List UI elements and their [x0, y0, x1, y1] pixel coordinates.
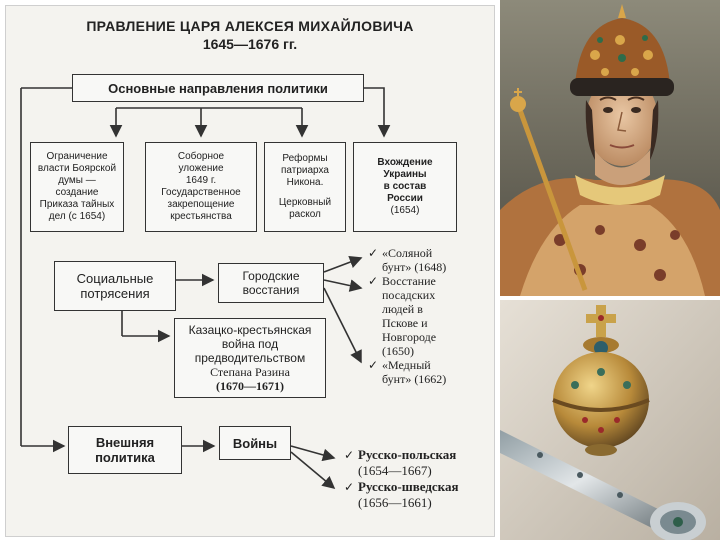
uprising-line: бунт» (1662): [382, 372, 447, 386]
uprising-line: Пскове и: [382, 316, 428, 330]
check-icon: ✓: [368, 358, 379, 372]
direction-line: России: [387, 193, 423, 204]
direction-line: Церковный: [278, 197, 332, 208]
portrait-image: [500, 0, 720, 296]
direction-box-nikon-reforms: Реформы патриарха Никона. Церковный раск…: [264, 142, 346, 232]
razin-war-line: (1670—1671): [215, 379, 284, 393]
razin-war-box: Казацко-крестьянская война под предводит…: [174, 318, 326, 398]
direction-box-sobornoe-ulozhenie: Соборное уложение 1649 г. Государственно…: [145, 142, 257, 232]
razin-war-line: Казацко-крестьянская: [188, 323, 312, 337]
list-item: ✓ Русско-шведская (1656—1661): [344, 479, 494, 511]
direction-line: уложение: [178, 163, 224, 174]
war-line: Русско-польская: [358, 447, 457, 462]
war-line: (1656—1661): [358, 495, 432, 510]
uprising-line: посадских: [382, 288, 436, 302]
urban-uprisings-line: Городские: [242, 269, 300, 283]
main-directions-box: Основные направления политики: [72, 74, 364, 102]
razin-war-line: предводительством: [194, 351, 306, 365]
direction-line: Приказа тайных: [39, 199, 115, 210]
orb-and-scepter-icon: [500, 300, 720, 540]
diagram-title: ПРАВЛЕНИЕ ЦАРЯ АЛЕКСЕЯ МИХАЙЛОВИЧА: [86, 18, 414, 34]
direction-line: власти Боярской: [37, 163, 117, 174]
direction-line: Украины: [383, 169, 427, 180]
razin-war-line: война под: [221, 337, 279, 351]
social-unrest-box: Социальные потрясения: [54, 261, 176, 311]
foreign-policy-line: Внешняя: [95, 435, 155, 450]
urban-uprisings-line: восстания: [242, 283, 300, 297]
urban-uprisings-box: Городские восстания: [218, 263, 324, 303]
wars-box: Войны: [219, 426, 291, 460]
uprising-line: «Соляной: [382, 246, 433, 260]
direction-line: Государственное: [161, 187, 241, 198]
direction-line: дел (с 1654): [48, 211, 106, 222]
regalia-image: [500, 300, 720, 540]
direction-line: крестьянства: [170, 211, 232, 222]
list-item: ✓ Русско-польская (1654—1667): [344, 447, 494, 479]
wars-list: ✓ Русско-польская (1654—1667) ✓ Русско-ш…: [344, 447, 494, 511]
diagram-years: 1645—1676 гг.: [202, 36, 298, 52]
direction-line: Никона.: [286, 177, 324, 188]
foreign-policy-box: Внешняя политика: [68, 426, 182, 474]
uprisings-list: ✓ «Соляной бунт» (1648) ✓ Восстание поса…: [368, 246, 488, 386]
direction-line: Реформы: [282, 153, 328, 164]
direction-line: Соборное: [177, 151, 225, 162]
connector-lines: [20, 87, 391, 490]
war-line: Русско-шведская: [358, 479, 459, 494]
uprising-line: людей в: [382, 302, 423, 316]
direction-line: раскол: [289, 209, 321, 220]
diagram: ПРАВЛЕНИЕ ЦАРЯ АЛЕКСЕЯ МИХАЙЛОВИЧА 1645—…: [5, 5, 495, 537]
uprising-line: Восстание: [382, 274, 436, 288]
list-item: ✓ «Соляной бунт» (1648): [368, 246, 488, 274]
razin-war-line: Степана Разина: [210, 365, 290, 379]
check-icon: ✓: [368, 246, 379, 260]
uprising-line: (1650): [382, 344, 414, 358]
direction-line: закрепощение: [167, 199, 235, 210]
direction-line: Ограничение: [46, 151, 108, 162]
portrait-of-tsar-icon: [500, 0, 720, 296]
main-directions-label: Основные направления политики: [108, 80, 328, 96]
check-icon: ✓: [344, 448, 355, 462]
check-icon: ✓: [344, 480, 355, 494]
check-icon: ✓: [368, 274, 379, 288]
list-item: ✓ «Медный бунт» (1662): [368, 358, 488, 386]
foreign-policy-line: политика: [95, 450, 155, 465]
war-line: (1654—1667): [358, 463, 432, 478]
direction-line: думы —: [58, 175, 96, 186]
uprising-line: «Медный: [382, 358, 431, 372]
social-unrest-line: Социальные: [76, 271, 154, 286]
direction-line: Вхождение: [377, 157, 433, 168]
wars-label: Войны: [232, 435, 278, 451]
direction-box-ukraine: Вхождение Украины в состав России (1654): [353, 142, 457, 232]
direction-line: (1654): [390, 205, 420, 216]
social-unrest-line: потрясения: [80, 286, 150, 301]
direction-line: 1649 г.: [185, 175, 217, 186]
direction-line: в состав: [383, 181, 427, 192]
uprising-line: бунт» (1648): [382, 260, 447, 274]
direction-line: создание: [55, 187, 99, 198]
direction-box-boyar-duma: Ограничение власти Боярской думы — созда…: [30, 142, 124, 232]
list-item: ✓ Восстание посадских людей в Пскове и Н…: [368, 274, 488, 358]
direction-line: патриарха: [281, 165, 329, 176]
uprising-line: Новгороде: [382, 330, 437, 344]
